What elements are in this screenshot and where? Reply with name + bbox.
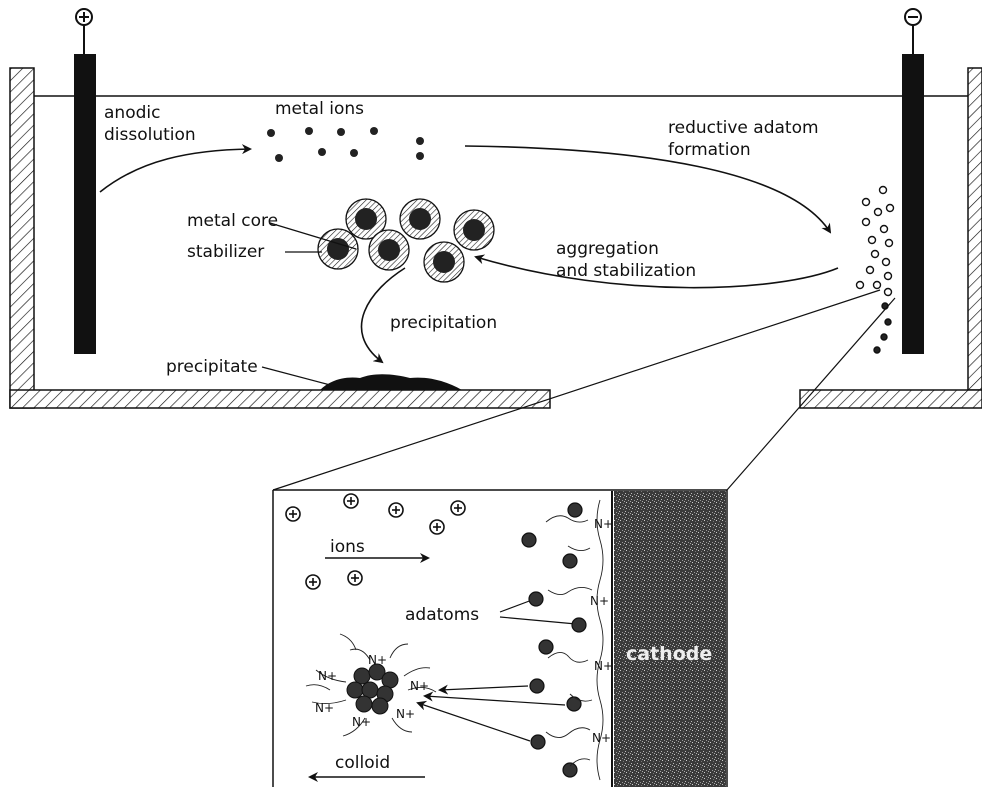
cell-tank <box>9 67 982 409</box>
svg-text:N+: N+ <box>318 669 337 683</box>
pointer-metal-core <box>269 222 357 250</box>
label-aggregation: aggregation <box>556 239 659 259</box>
label-reductive-adatom: reductive adatom <box>668 118 819 138</box>
zoom-line-right <box>726 297 896 491</box>
svg-text:N+: N+ <box>315 701 334 715</box>
stabilizer-chains <box>545 499 604 781</box>
label-metal-core: metal core <box>187 211 278 231</box>
svg-text:N+: N+ <box>594 517 613 531</box>
colloid-cluster: N+ N+ N+ N+ N+ N+ <box>305 633 437 737</box>
label-metal-ions: metal ions <box>275 99 364 119</box>
svg-text:N+: N+ <box>352 715 371 729</box>
inset-positive-ions <box>285 493 466 590</box>
svg-text:N+: N+ <box>410 679 429 693</box>
tank-bottom-right <box>799 389 982 409</box>
pointer-precipitate <box>261 366 335 387</box>
label-dissolution: dissolution <box>104 125 196 145</box>
inset-panel: cathode <box>272 489 728 787</box>
nanoparticle-clusters <box>317 198 495 283</box>
arrow-to-cathode <box>464 145 832 234</box>
svg-text:N+: N+ <box>368 653 387 667</box>
svg-text:N+: N+ <box>590 594 609 608</box>
cathode-rod <box>902 54 924 354</box>
zoom-line-left <box>272 289 881 491</box>
cathode-adatoms <box>855 185 895 354</box>
anode-rod <box>74 54 96 354</box>
inset-cathode <box>614 491 726 787</box>
inset-label-ions: ions <box>330 537 365 557</box>
precipitate-pile <box>320 374 462 390</box>
label-precipitation: precipitation <box>390 313 497 333</box>
label-and-stabilization: and stabilization <box>556 261 696 281</box>
arrow-aggregation <box>474 254 839 289</box>
arrow-anodic-dissolution <box>99 144 252 193</box>
svg-text:N+: N+ <box>396 707 415 721</box>
arrow-precipitation <box>360 267 406 364</box>
svg-text:N+: N+ <box>592 731 611 745</box>
metal-ions-cluster <box>267 127 424 162</box>
inset-adatoms <box>521 502 587 778</box>
label-formation: formation <box>668 140 751 160</box>
inset-cathode-label: cathode <box>626 643 712 665</box>
right-wall <box>967 67 982 391</box>
arrow-adatom-colloid-1 <box>438 684 529 695</box>
arrow-adatom-colloid-2 <box>423 691 566 706</box>
label-precipitate: precipitate <box>166 357 258 377</box>
label-stabilizer: stabilizer <box>187 242 264 262</box>
anode: ⊕ <box>74 8 96 354</box>
tank-bottom-left <box>9 389 551 409</box>
left-wall <box>9 67 35 409</box>
cathode: ⊖ <box>902 8 924 354</box>
label-anodic: anodic <box>104 103 160 123</box>
svg-text:N+: N+ <box>594 659 613 673</box>
inset-n-plus-labels: N+ N+ N+ N+ <box>590 517 613 745</box>
arrow-adatom-colloid-3 <box>416 700 531 742</box>
inset-label-colloid: colloid <box>335 753 390 773</box>
inset-label-adatoms: adatoms <box>405 605 479 625</box>
